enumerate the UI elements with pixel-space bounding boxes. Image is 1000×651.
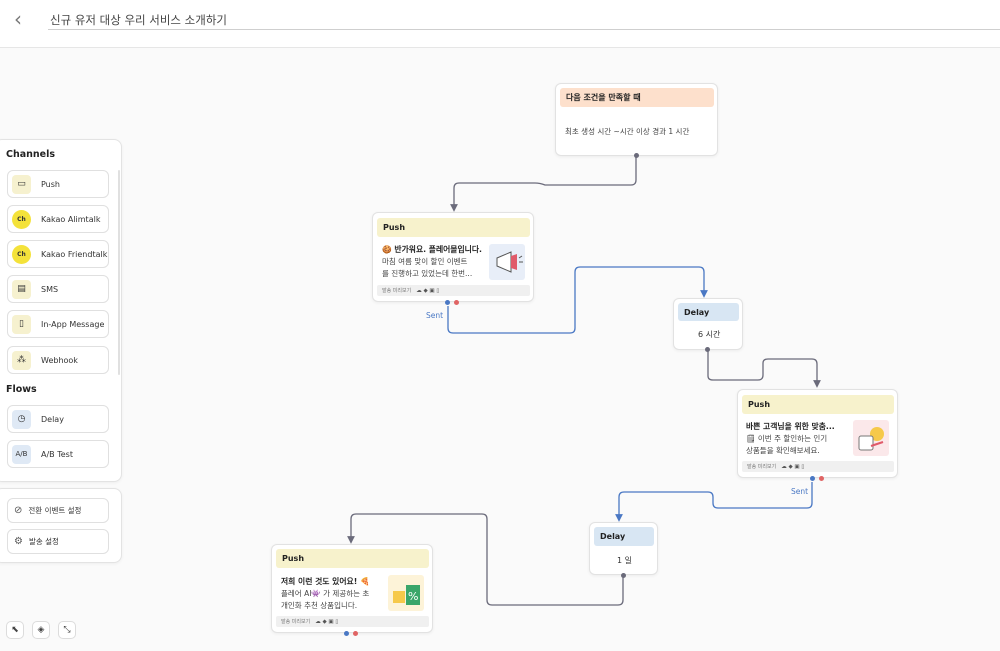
preview-label: 발송 미리보기	[747, 464, 777, 470]
message-body-line: 🗒 이번 주 할인하는 인기	[746, 434, 828, 443]
back-arrow-icon[interactable]: ‹	[14, 7, 22, 31]
message-body-line: 플레어 AI👾 가 제공하는 초	[281, 589, 370, 598]
push-header: Push	[377, 218, 530, 237]
os-icons: ☁ ◆ ▣ ▯	[315, 618, 339, 625]
timer-icon: ◷	[12, 409, 31, 429]
preview-label: 발송 미리보기	[382, 288, 412, 294]
sent-output-port[interactable]	[445, 300, 450, 305]
send-preview-bar: 발송 미리보기 ☁ ◆ ▣ ▯	[377, 285, 530, 296]
channels-heading: Channels	[6, 149, 56, 160]
palette-item-label: Kakao Alimtalk	[41, 214, 101, 224]
settings-panel: ⊘ 전환 이벤트 설정 ⚙ 발송 설정	[0, 488, 122, 563]
coupon-image: %	[388, 575, 424, 611]
kakao-icon: Ch	[12, 244, 31, 264]
edge-delay1-push2	[707, 351, 821, 388]
delay-node[interactable]: Delay 1 일	[589, 522, 658, 575]
palette-item-kakao-alimtalk[interactable]: Ch Kakao Alimtalk	[7, 205, 109, 233]
delay-value: 1 일	[617, 556, 632, 565]
send-preview-bar: 발송 미리보기 ☁ ◆ ▣ ▯	[276, 616, 429, 627]
sent-label: Sent	[426, 311, 444, 320]
push-icon: ▭	[12, 174, 31, 194]
palette-item-label: In-App Message	[41, 319, 105, 329]
push-header: Push	[742, 395, 894, 414]
delay-output-port[interactable]	[621, 573, 626, 578]
palette-item-kakao-friendtalk[interactable]: Ch Kakao Friendtalk	[7, 240, 109, 268]
palette-item-sms[interactable]: ▤ SMS	[7, 275, 109, 303]
message-body-line: 마침 여름 맞이 할인 이벤트	[382, 257, 468, 266]
page-title[interactable]: 신규 유저 대상 우리 서비스 소개하기	[50, 13, 227, 27]
delay-header: Delay	[678, 303, 739, 321]
megaphone-image	[489, 244, 525, 280]
push-node[interactable]: Push 바쁜 고객님을 위한 맞춤... 🗒 이번 주 할인하는 인기 상품들…	[737, 389, 898, 478]
palette-item-label: Webhook	[41, 355, 78, 365]
push-header: Push	[276, 549, 429, 568]
setting-label: 전환 이벤트 설정	[28, 506, 82, 515]
layers-button[interactable]: ◈	[32, 621, 50, 639]
send-settings-button[interactable]: ⚙ 발송 설정	[7, 529, 109, 554]
webhook-icon: ⁂	[12, 350, 31, 370]
delay-value: 6 시간	[698, 330, 721, 339]
link-icon: ⊘	[14, 505, 23, 516]
select-tool-button[interactable]: ⬉	[6, 621, 24, 639]
conversion-event-settings-button[interactable]: ⊘ 전환 이벤트 설정	[7, 498, 109, 523]
kakao-icon: Ch	[12, 209, 31, 229]
title-underline	[48, 29, 1000, 30]
product-illustration-image	[853, 420, 889, 456]
palette-item-label: A/B Test	[41, 449, 73, 459]
preview-label: 발송 미리보기	[281, 619, 311, 625]
sent-output-port[interactable]	[810, 476, 815, 481]
palette-item-ab-test[interactable]: A/B A/B Test	[7, 440, 109, 468]
palette-item-delay[interactable]: ◷ Delay	[7, 405, 109, 433]
condition-header: 다음 조건을 만족할 때	[560, 88, 714, 107]
message-body-line: 상품들을 확인해보세요.	[746, 446, 820, 455]
message-title: 저희 이런 것도 있어요! 🍕	[281, 577, 370, 586]
palette-item-in-app-message[interactable]: ▯ In-App Message	[7, 310, 109, 338]
sent-label: Sent	[791, 487, 809, 496]
node-palette: Channels ▭ Push Ch Kakao Alimtalk Ch Kak…	[0, 139, 122, 482]
palette-item-push[interactable]: ▭ Push	[7, 170, 109, 198]
collapse-icon: ⤡	[63, 625, 71, 635]
push-node[interactable]: Push 저희 이런 것도 있어요! 🍕 플레어 AI👾 가 제공하는 초 개인…	[271, 544, 433, 633]
condition-output-port[interactable]	[634, 153, 639, 158]
edge-condition-push1	[450, 156, 637, 212]
cursor-icon: ⬉	[11, 625, 19, 635]
palette-item-label: Kakao Friendtalk	[41, 249, 108, 259]
sms-icon: ▤	[12, 279, 31, 299]
fail-output-port[interactable]	[353, 631, 358, 636]
fit-view-button[interactable]: ⤡	[58, 621, 76, 639]
layers-icon: ◈	[37, 625, 45, 635]
condition-text: 최초 생성 시간 ~시간 이상 경과 1 시간	[565, 127, 690, 136]
delay-header: Delay	[594, 527, 654, 546]
push-node[interactable]: Push 🍪 반가워요. 플레어몰입니다. 마침 여름 맞이 할인 이벤트 를 …	[372, 212, 534, 302]
fail-output-port[interactable]	[454, 300, 459, 305]
message-body-line: 를 진행하고 있었는데 한번...	[382, 269, 473, 278]
fail-output-port[interactable]	[819, 476, 824, 481]
os-icons: ☁ ◆ ▣ ▯	[781, 463, 805, 470]
os-icons: ☁ ◆ ▣ ▯	[416, 287, 440, 294]
phone-icon: ▯	[12, 314, 31, 334]
edge-push2-delay2	[615, 482, 813, 522]
delay-node[interactable]: Delay 6 시간	[673, 298, 743, 350]
palette-scrollbar[interactable]	[118, 170, 120, 375]
palette-item-webhook[interactable]: ⁂ Webhook	[7, 346, 109, 374]
send-preview-bar: 발송 미리보기 ☁ ◆ ▣ ▯	[742, 461, 894, 472]
message-title: 🍪 반가워요. 플레어몰입니다.	[382, 245, 482, 254]
delay-output-port[interactable]	[705, 347, 710, 352]
svg-text:%: %	[408, 590, 418, 603]
gear-icon: ⚙	[14, 536, 23, 547]
palette-item-label: SMS	[41, 284, 59, 294]
palette-item-label: Delay	[41, 414, 64, 424]
flows-heading: Flows	[6, 384, 37, 395]
condition-node[interactable]: 다음 조건을 만족할 때 최초 생성 시간 ~시간 이상 경과 1 시간	[555, 83, 718, 156]
message-title: 바쁜 고객님을 위한 맞춤...	[746, 422, 835, 431]
palette-item-label: Push	[41, 179, 60, 189]
sent-output-port[interactable]	[344, 631, 349, 636]
message-body-line: 개인화 추천 상품입니다.	[281, 601, 358, 610]
setting-label: 발송 설정	[28, 537, 59, 546]
header-bar: ‹ 신규 유저 대상 우리 서비스 소개하기	[0, 0, 1000, 48]
ab-test-icon: A/B	[12, 444, 31, 464]
